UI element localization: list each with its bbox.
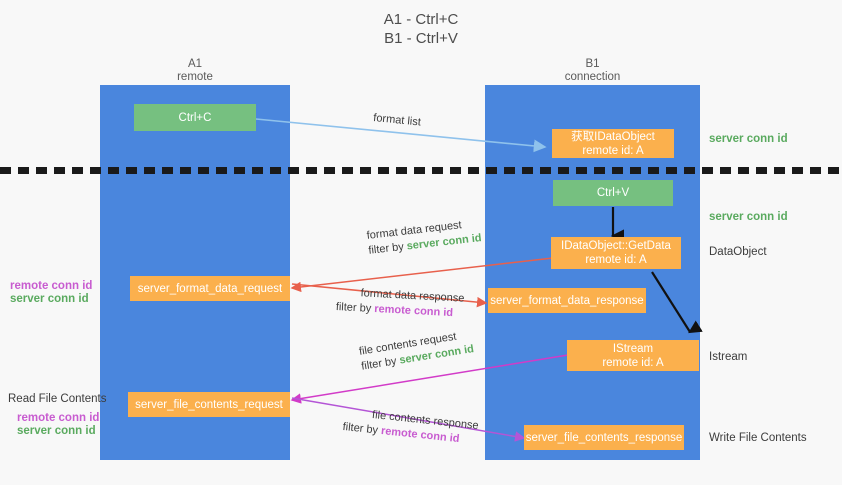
box-ctrl-c-label: Ctrl+C [178,111,212,124]
label-remote-conn-id-mid: remote conn id [10,280,93,292]
edge-label-format-data-response: format data response filter by remote co… [335,285,465,322]
box-getdata-line2: remote id: A [585,254,647,266]
box-getdata-line1: IDataObject::GetData [561,240,671,252]
box-server-file-contents-response-label: server_file_contents_response [525,431,683,444]
label-server-conn-id-mid: server conn id [709,211,788,223]
filter-prefix-2: filter by [335,300,375,315]
edge-label-format-data-request: format data request filter by server con… [366,216,482,259]
box-ctrl-v-label: Ctrl+V [596,187,630,199]
column-b1-sub: connection [564,71,621,83]
title-line-2: B1 - Ctrl+V [384,30,458,47]
box-server-file-contents-request-label: server_file_contents_request [135,398,283,411]
box-server-file-contents-response[interactable]: server_file_contents_response [524,425,684,450]
box-get-idataobject-line2: remote id: A [582,144,644,157]
box-server-format-data-response-label: server_format_data_response [490,294,644,307]
label-server-conn-id-top: server conn id [709,133,788,145]
label-server-conn-id-left-mid: server conn id [10,293,89,305]
box-istream-line2: remote id: A [602,356,664,369]
filter-prefix-4: filter by [342,420,382,437]
title-line-1: A1 - Ctrl+C [383,11,459,28]
label-server-conn-id-bottom: server conn id [17,425,96,437]
column-header-a1: A1 remote [100,58,290,84]
edge-label-format-list-text: format list [372,111,422,129]
diagram-title: A1 - Ctrl+C B1 - Ctrl+V [0,10,842,48]
box-server-format-data-request-label: server_format_data_request [137,282,283,295]
filter-value-2: remote conn id [373,302,454,320]
column-a1-name: A1 [187,58,203,70]
box-istream[interactable]: IStream remote id: A [567,340,699,371]
box-get-idataobject[interactable]: 获取IDataObject remote id: A [552,129,674,158]
label-istream: Istream [709,351,748,363]
separator-dashed-line [0,167,842,174]
filter-prefix-1: filter by [367,240,408,257]
box-server-file-contents-request[interactable]: server_file_contents_request [128,392,290,417]
label-remote-conn-id-bottom: remote conn id [17,412,100,424]
box-server-format-data-request[interactable]: server_format_data_request [130,276,290,301]
label-write-file-contents: Write File Contents [709,432,807,444]
box-ctrl-v[interactable]: Ctrl+V [553,180,673,206]
edge-label-file-contents-request: file contents request filter by server c… [358,327,475,374]
edge-label-file-contents-response: file contents response filter by remote … [342,405,479,449]
column-header-b1: B1 connection [485,58,700,84]
box-idataobject-getdata[interactable]: IDataObject::GetData remote id: A [551,237,681,269]
column-b1-name: B1 [585,58,600,70]
box-server-format-data-response[interactable]: server_format_data_response [488,288,646,313]
column-a1-sub: remote [177,71,213,83]
label-dataobject: DataObject [709,246,767,258]
box-ctrl-c[interactable]: Ctrl+C [134,104,256,131]
box-get-idataobject-line1: 获取IDataObject [571,130,655,143]
box-istream-line1: IStream [612,342,654,355]
edge-label-format-list: format list [373,111,422,131]
label-read-file-contents: Read File Contents [8,393,107,405]
